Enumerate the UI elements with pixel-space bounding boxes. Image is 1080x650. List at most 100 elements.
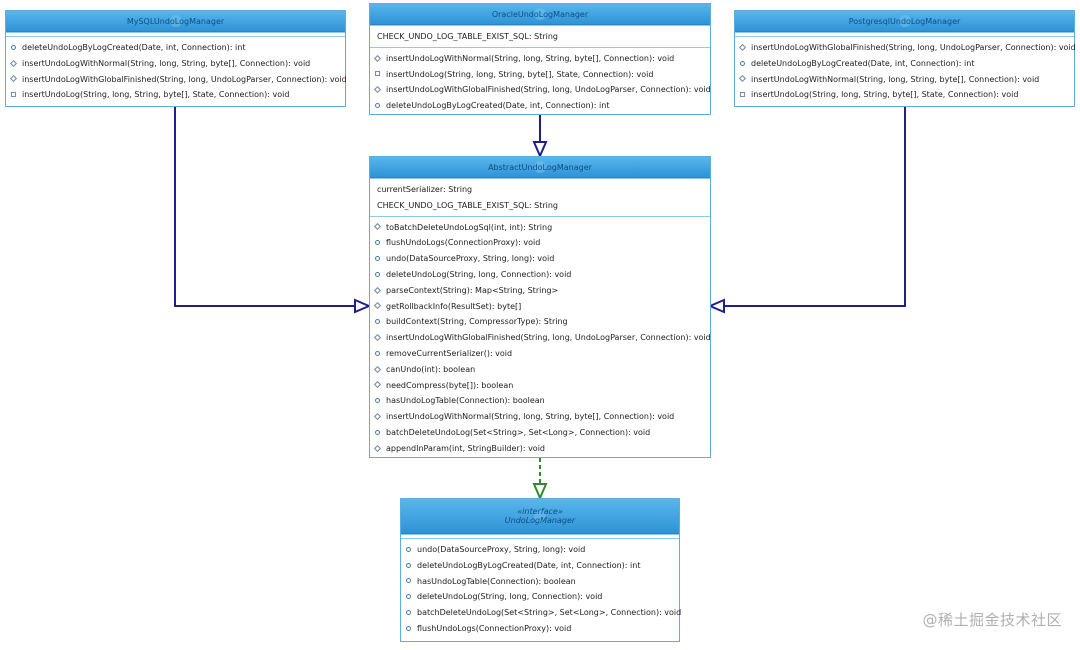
realization-arrowhead xyxy=(532,483,548,501)
method-row: flushUndoLogs(ConnectionProxy): void xyxy=(401,621,679,637)
method-row: undo(DataSourceProxy, String, long): voi… xyxy=(370,251,710,267)
generalization-postgresql-to-abstract xyxy=(723,107,906,307)
protected-visibility-icon xyxy=(373,365,382,373)
class-mysql-undo-log-manager[interactable]: MySQLUndoLogManager deleteUndoLogByLogCr… xyxy=(5,10,347,107)
method-row: getRollbackInfo(ResultSet): byte[] xyxy=(370,299,710,315)
class-icon xyxy=(898,15,911,27)
methods-section: undo(DataSourceProxy, String, long): voi… xyxy=(401,538,681,639)
protected-visibility-icon xyxy=(373,223,382,231)
public-visibility-icon xyxy=(406,562,411,568)
protected-visibility-icon xyxy=(9,59,18,67)
attribute-row: currentSerializer: String xyxy=(377,185,473,194)
public-visibility-icon xyxy=(406,594,411,600)
method-row: canUndo(int): boolean xyxy=(370,362,710,378)
protected-visibility-icon xyxy=(373,54,382,62)
generalization-mysql-to-abstract xyxy=(174,107,357,307)
method-row: insertUndoLog(String, long, String, byte… xyxy=(735,87,1074,103)
method-row: insertUndoLogWithGlobalFinished(String, … xyxy=(735,40,1076,56)
class-abstract-undo-log-manager[interactable]: AbstractUndoLogManager currentSerializer… xyxy=(369,156,711,458)
attributes-section xyxy=(735,32,1074,36)
public-visibility-icon xyxy=(406,625,411,631)
protected-visibility-icon xyxy=(373,86,382,94)
method-row: insertUndoLogWithGlobalFinished(String, … xyxy=(370,82,711,98)
interface-undo-log-manager[interactable]: «interface» UndoLogManager undo(DataSour… xyxy=(400,498,681,642)
method-row: insertUndoLogWithGlobalFinished(String, … xyxy=(6,72,347,88)
public-visibility-icon xyxy=(375,319,380,325)
attribute-row: CHECK_UNDO_LOG_TABLE_EXIST_SQL: String xyxy=(377,200,558,210)
public-visibility-icon xyxy=(375,429,380,435)
protected-visibility-icon xyxy=(373,413,382,421)
private-visibility-icon xyxy=(375,71,380,77)
method-row: insertUndoLogWithNormal(String, long, St… xyxy=(735,72,1074,88)
method-row: insertUndoLogWithNormal(String, long, St… xyxy=(6,56,345,72)
method-row: hasUndoLogTable(Connection): boolean xyxy=(370,393,710,409)
method-row: batchDeleteUndoLog(Set<String>, Set<Long… xyxy=(401,605,681,621)
public-visibility-icon xyxy=(11,44,16,50)
generalization-arrowhead-oracle xyxy=(532,141,548,159)
class-oracle-undo-log-manager[interactable]: OracleUndoLogManager CHECK_UNDO_LOG_TABL… xyxy=(369,3,711,115)
protected-visibility-icon xyxy=(738,75,747,83)
interface-stereotype: «interface» xyxy=(517,507,563,516)
protected-visibility-icon xyxy=(373,381,382,389)
class-icon xyxy=(534,161,546,173)
public-visibility-icon xyxy=(375,103,380,109)
public-visibility-icon xyxy=(375,256,380,262)
class-icon xyxy=(534,8,546,20)
public-visibility-icon xyxy=(406,546,411,552)
method-row: deleteUndoLogByLogCreated(Date, int, Con… xyxy=(401,558,679,574)
method-row: insertUndoLogWithNormal(String, long, St… xyxy=(370,51,710,67)
watermark: @稀土掘金技术社区 xyxy=(922,611,1062,629)
private-visibility-icon xyxy=(11,92,16,98)
generalization-arrowhead-postgresql xyxy=(707,298,725,314)
public-visibility-icon xyxy=(375,240,380,246)
private-visibility-icon xyxy=(740,92,745,98)
methods-section: deleteUndoLogByLogCreated(Date, int, Con… xyxy=(6,36,347,105)
public-visibility-icon xyxy=(375,398,380,404)
public-visibility-icon xyxy=(375,350,380,356)
class-name: OracleUndoLogManager xyxy=(491,9,589,19)
class-header: OracleUndoLogManager xyxy=(370,4,710,25)
interface-name: UndoLogManager xyxy=(504,516,576,525)
method-row: insertUndoLog(String, long, String, byte… xyxy=(6,87,345,103)
interface-icon xyxy=(534,510,546,522)
class-name: AbstractUndoLogManager xyxy=(488,162,592,172)
method-row: toBatchDeleteUndoLogSql(int, int): Strin… xyxy=(370,220,710,236)
protected-visibility-icon xyxy=(373,444,382,452)
class-name: MySQLUndoLogManager xyxy=(126,16,225,26)
method-row: flushUndoLogs(ConnectionProxy): void xyxy=(370,235,710,251)
method-row: hasUndoLogTable(Connection): boolean xyxy=(401,574,679,590)
method-row: deleteUndoLogByLogCreated(Date, int, Con… xyxy=(735,56,1074,72)
public-visibility-icon xyxy=(406,578,411,584)
attribute-row: CHECK_UNDO_LOG_TABLE_EXIST_SQL: String xyxy=(377,32,558,41)
protected-visibility-icon xyxy=(373,334,382,342)
method-row: appendInParam(int, StringBuilder): void xyxy=(370,441,710,457)
method-row: deleteUndoLog(String, long, Connection):… xyxy=(370,267,710,283)
protected-visibility-icon xyxy=(9,75,18,83)
class-header: MySQLUndoLogManager xyxy=(6,11,345,32)
class-postgresql-undo-log-manager[interactable]: PostgresqlUndoLogManager insertUndoLogWi… xyxy=(734,10,1076,107)
method-row: insertUndoLogWithNormal(String, long, St… xyxy=(370,409,710,425)
method-row: parseContext(String): Map<String, String… xyxy=(370,283,710,299)
method-row: removeCurrentSerializer(): void xyxy=(370,346,710,362)
method-row: deleteUndoLogByLogCreated(Date, int, Con… xyxy=(6,40,345,56)
method-row: needCompress(byte[]): boolean xyxy=(370,378,710,394)
method-row: insertUndoLogWithGlobalFinished(String, … xyxy=(370,330,711,346)
method-row: buildContext(String, CompressorType): St… xyxy=(370,314,710,330)
attributes-section: currentSerializer: String CHECK_UNDO_LOG… xyxy=(370,178,710,216)
method-row: insertUndoLog(String, long, String, byte… xyxy=(370,67,710,83)
methods-section: insertUndoLogWithGlobalFinished(String, … xyxy=(735,36,1076,105)
class-header: AbstractUndoLogManager xyxy=(370,157,710,178)
protected-visibility-icon xyxy=(738,43,747,51)
class-header: PostgresqlUndoLogManager xyxy=(735,11,1074,32)
public-visibility-icon xyxy=(375,271,380,277)
protected-visibility-icon xyxy=(373,302,382,310)
method-row: deleteUndoLogByLogCreated(Date, int, Con… xyxy=(370,98,710,114)
attributes-section xyxy=(6,32,345,36)
public-visibility-icon xyxy=(406,610,411,616)
class-name: PostgresqlUndoLogManager xyxy=(848,16,961,26)
methods-section: toBatchDeleteUndoLogSql(int, int): Strin… xyxy=(370,215,711,459)
public-visibility-icon xyxy=(740,60,745,66)
protected-visibility-icon xyxy=(373,286,382,294)
methods-section: insertUndoLogWithNormal(String, long, St… xyxy=(370,46,711,116)
